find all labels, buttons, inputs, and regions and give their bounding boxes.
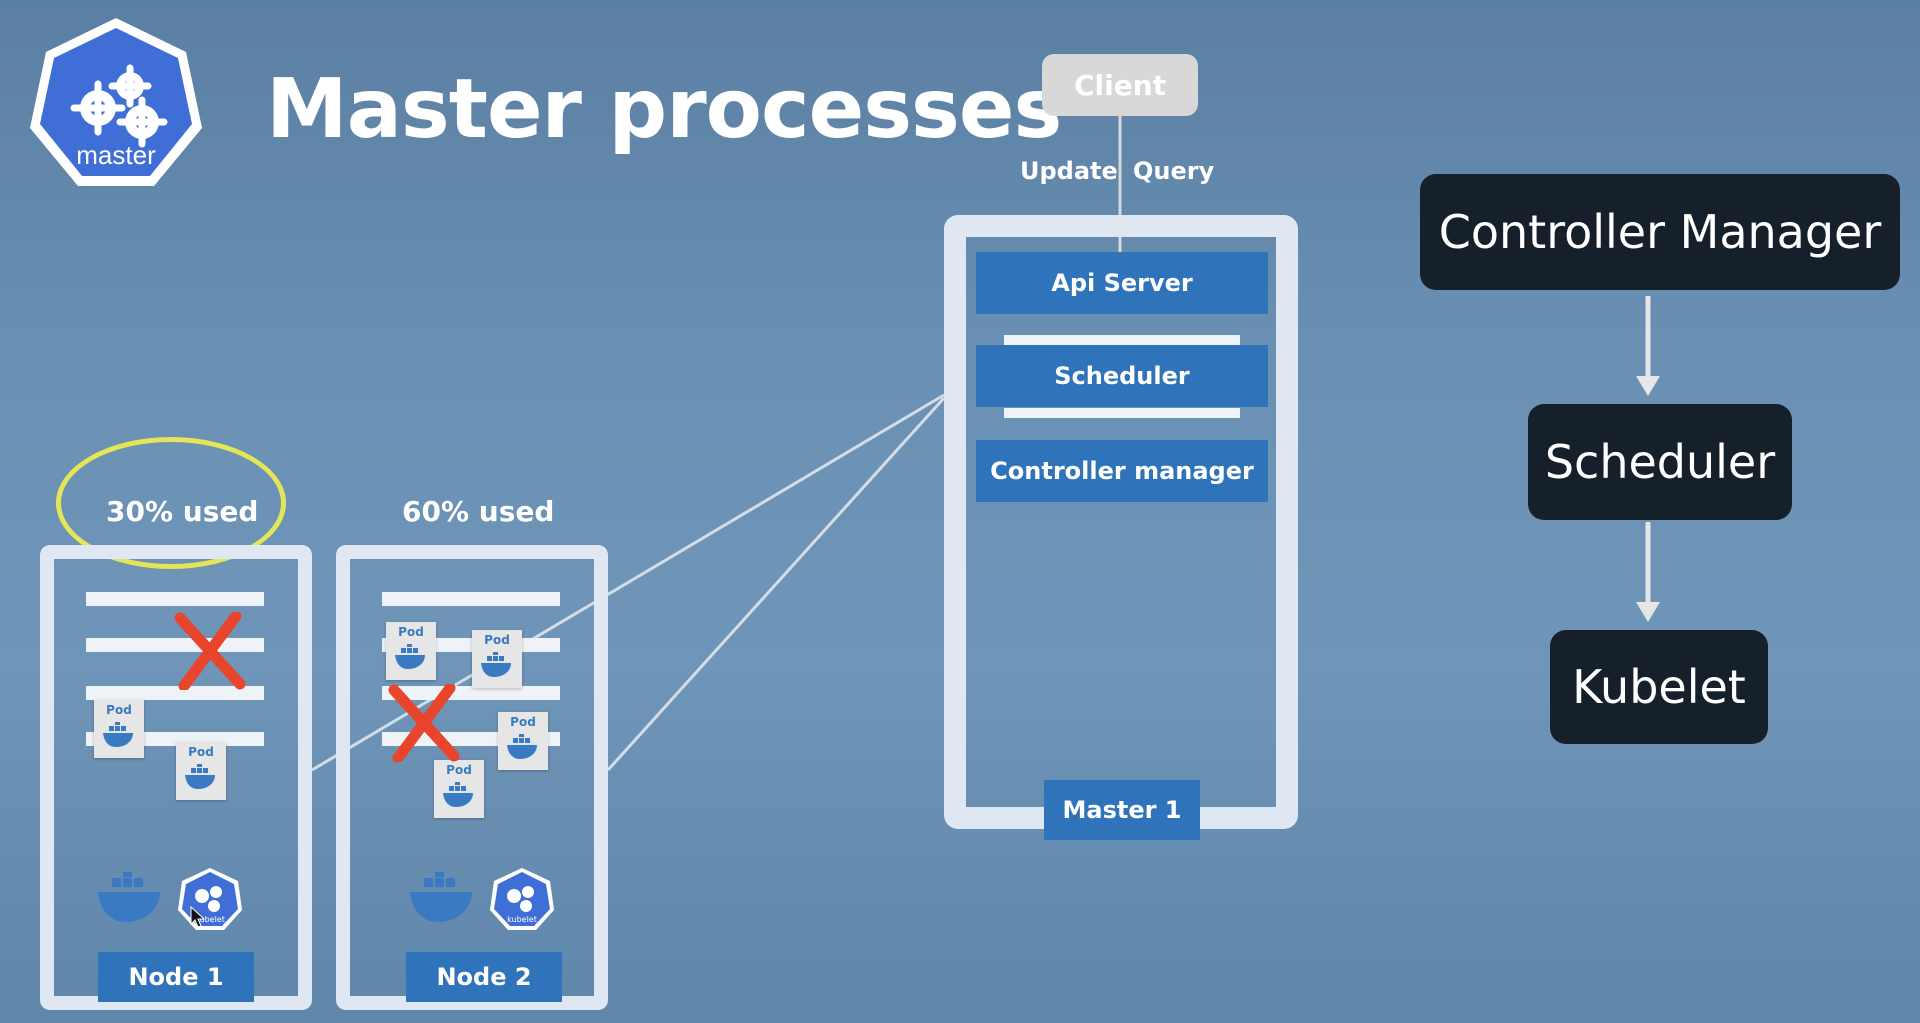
pod-label: Pod (188, 745, 214, 759)
node2-usage: 60% used (402, 495, 555, 528)
node2-box (336, 545, 608, 1010)
update-label: Update (1020, 157, 1118, 185)
kubernetes-master-logo (30, 18, 202, 186)
node2-slot (382, 592, 560, 606)
pod: Pod (94, 700, 144, 758)
kubelet-icon: kubelet (490, 868, 554, 930)
node1-label: Node 1 (98, 952, 254, 1002)
pod: Pod (472, 630, 522, 688)
docker-whale-icon (395, 644, 425, 669)
api-server-box: Api Server (976, 252, 1268, 314)
removed-pod-cross-icon (388, 684, 460, 762)
scheduler-step: Scheduler (1528, 404, 1792, 520)
client-box: Client (1042, 54, 1198, 116)
pod: Pod (434, 760, 484, 818)
pod-label: Pod (510, 715, 536, 729)
pod: Pod (176, 742, 226, 800)
kubelet-icon-label: kubelet (507, 915, 537, 924)
master-label: Master 1 (1044, 780, 1200, 840)
docker-engine-icon (98, 872, 160, 922)
mouse-cursor-icon (190, 906, 206, 928)
pod-label: Pod (106, 703, 132, 717)
scheduler-top-bar (1004, 335, 1240, 345)
pod: Pod (386, 622, 436, 680)
pod-label: Pod (398, 625, 424, 639)
pod-label: Pod (484, 633, 510, 647)
controller-manager-step: Controller Manager (1420, 174, 1900, 290)
kubelet-icon-label: kubelet (195, 915, 225, 924)
docker-whale-icon (507, 734, 537, 759)
kubelet-icon: kubelet (178, 868, 242, 930)
docker-whale-icon (185, 764, 215, 789)
scheduler-box: Scheduler (976, 345, 1268, 407)
kubelet-step: Kubelet (1550, 630, 1768, 744)
scheduler-bottom-bar (1004, 408, 1240, 418)
removed-pod-cross-icon (174, 612, 246, 690)
pod: Pod (498, 712, 548, 770)
node1-slot (86, 686, 264, 700)
usage-highlight-circle (56, 437, 286, 569)
page-title: Master processes (266, 62, 1062, 157)
docker-whale-icon (443, 782, 473, 807)
docker-whale-icon (103, 722, 133, 747)
logo-label: master (76, 140, 156, 170)
node1-slot (86, 592, 264, 606)
controller-manager-box: Controller manager (976, 440, 1268, 502)
query-label: Query (1133, 157, 1215, 185)
docker-whale-icon (481, 652, 511, 677)
docker-engine-icon (410, 872, 472, 922)
master-node-box (944, 215, 1298, 829)
pod-label: Pod (446, 763, 472, 777)
node2-slot (382, 686, 560, 700)
node2-label: Node 2 (406, 952, 562, 1002)
